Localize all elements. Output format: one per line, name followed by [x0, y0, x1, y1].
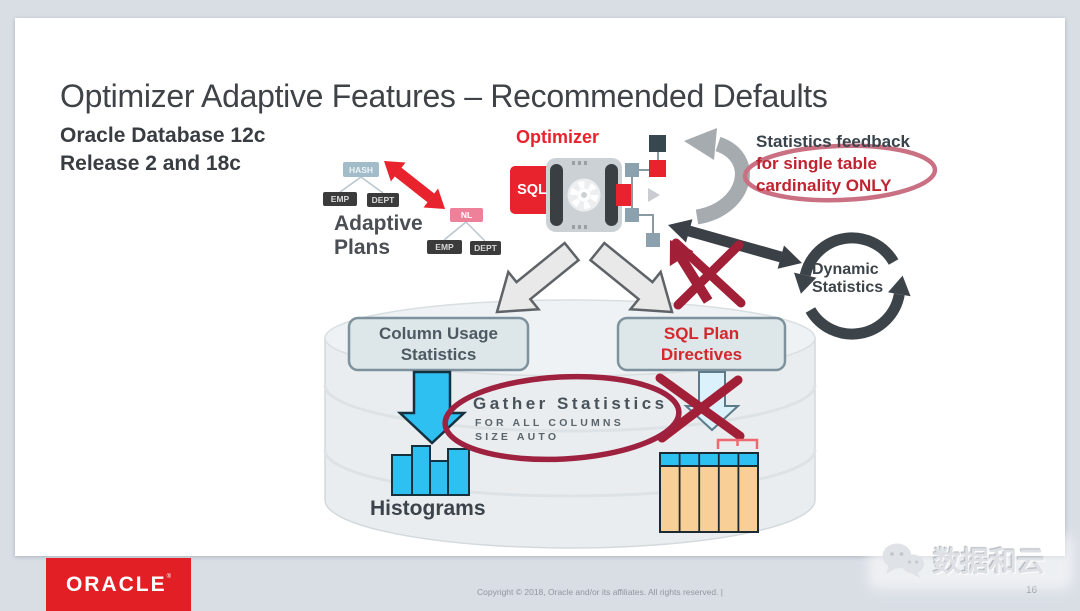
feedback-highlight-ring	[742, 143, 938, 203]
adaptive-plans-label: Adaptive Plans	[334, 212, 423, 260]
adaptive-label-line-1: Adaptive	[334, 212, 423, 235]
statistics-feedback-line-3: cardinality ONLY	[756, 176, 892, 195]
gather-statistics-detail-2: SIZE AUTO	[475, 431, 560, 443]
to-column-usage-arrow-icon	[495, 241, 581, 314]
gather-statistics-title: Gather Statistics	[473, 394, 668, 413]
plan-output-icon	[625, 135, 666, 247]
sql-plan-directives-box	[616, 316, 787, 372]
plan-node-nl: NL	[450, 208, 483, 222]
subtitle-line-2: Release 2 and 18c	[60, 152, 241, 175]
oracle-logo-text: ORACLE	[65, 572, 167, 596]
directives-line-1: SQL Plan	[663, 324, 740, 343]
histogram-icon	[391, 445, 470, 496]
wechat-icon	[882, 543, 924, 578]
directives-gather-crossed-icon	[655, 371, 745, 443]
to-directives-arrow-icon	[588, 241, 674, 314]
plan-node-hash: HASH	[343, 162, 379, 177]
red-x-icon	[671, 238, 746, 310]
gather-highlight-ring	[442, 373, 682, 463]
plan-tree-connectors	[339, 176, 486, 242]
adaptive-swap-arrow-icon	[384, 161, 445, 209]
copyright-text: Copyright © 2018, Oracle and/or its affi…	[477, 587, 723, 597]
dynamic-line-1: Dynamic	[812, 261, 879, 278]
watermark-text: 数据和云	[933, 546, 1046, 577]
small-right-arrow-icon	[648, 188, 660, 202]
adaptive-label-line-2: Plans	[334, 236, 391, 259]
oracle-logo: ORACLE®	[46, 558, 191, 611]
registered-mark: ®	[166, 573, 172, 580]
feedback-loop-arrow-icon	[684, 128, 750, 225]
subtitle-line-1: Oracle Database 12c	[60, 124, 266, 147]
directives-feedback-crossed-icon	[669, 238, 746, 310]
dynamic-line-2: Statistics	[812, 279, 884, 296]
column-usage-line-1: Column Usage	[378, 324, 499, 343]
dynamic-statistics-label: Dynamic Statistics	[812, 261, 883, 297]
watermark: 数据和云	[880, 540, 1045, 580]
sql-badge: SQL	[517, 182, 547, 198]
directives-line-2: Directives	[660, 345, 743, 364]
column-usage-statistics-label: Column Usage Statistics	[349, 318, 528, 370]
page-number: 16	[1026, 585, 1038, 596]
plan-node-dept: DEPT	[470, 241, 501, 255]
dynamic-statistics-cycle-icon	[794, 232, 911, 340]
plan-node-dept: DEPT	[367, 193, 399, 207]
table-icon	[659, 438, 759, 533]
optimizer-machine-icon	[510, 158, 632, 232]
histograms-label: Histograms	[370, 497, 486, 520]
statistics-feedback-line-1: Statistics feedback	[756, 132, 911, 151]
column-group-bracket-icon	[716, 438, 759, 449]
page-title: Optimizer Adaptive Features – Recommende…	[60, 78, 828, 114]
statistics-feedback-line-2: for single table	[756, 154, 877, 173]
plan-node-emp: EMP	[427, 240, 462, 254]
plan-node-emp: EMP	[323, 192, 357, 206]
sql-plan-directives-label: SQL Plan Directives	[618, 318, 785, 370]
subtitle: Oracle Database 12c Release 2 and 18c	[60, 122, 265, 178]
column-usage-box	[347, 316, 530, 372]
optimizer-label: Optimizer	[516, 127, 600, 147]
gather-statistics-detail-1: FOR ALL COLUMNS	[475, 417, 624, 429]
column-usage-line-2: Statistics	[400, 345, 477, 364]
